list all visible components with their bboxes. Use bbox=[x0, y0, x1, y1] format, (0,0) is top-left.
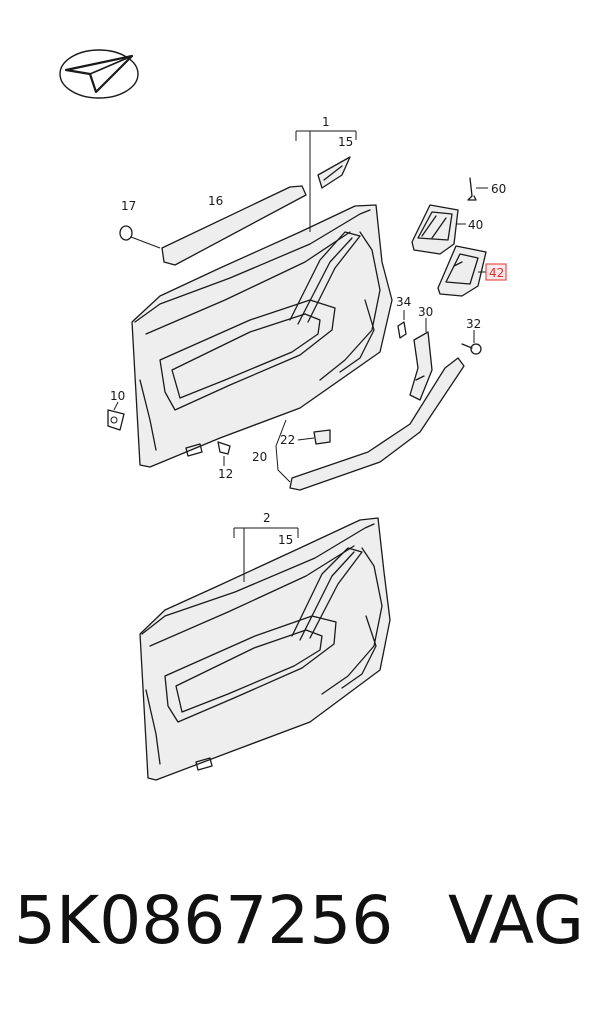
label-15-lower: 15 bbox=[278, 533, 293, 547]
label-17: 17 bbox=[121, 199, 136, 213]
part-10-clip bbox=[107, 401, 125, 431]
logo-icon bbox=[59, 49, 139, 99]
part-16-strip bbox=[161, 185, 307, 266]
upper-door-panel bbox=[131, 204, 393, 468]
label-20: 20 bbox=[252, 450, 267, 464]
brand-name: VAG bbox=[447, 882, 584, 959]
part-20-bracket-line bbox=[275, 419, 291, 483]
label-16: 16 bbox=[208, 194, 223, 208]
part-32-screw bbox=[461, 330, 482, 355]
label-10: 10 bbox=[110, 389, 125, 403]
leader-2 bbox=[233, 527, 299, 582]
label-15: 15 bbox=[338, 135, 353, 149]
leader-1 bbox=[295, 130, 357, 232]
label-32: 32 bbox=[466, 317, 481, 331]
part-60-pin bbox=[467, 177, 488, 201]
part-15-trim bbox=[317, 156, 351, 189]
part-40-switch bbox=[411, 204, 466, 255]
part-34-screw bbox=[397, 310, 407, 339]
label-12: 12 bbox=[218, 467, 233, 481]
label-2: 2 bbox=[263, 511, 271, 525]
label-60: 60 bbox=[491, 182, 506, 196]
label-34: 34 bbox=[396, 295, 411, 309]
label-40: 40 bbox=[468, 218, 483, 232]
part-17-clip bbox=[119, 225, 161, 249]
part-30-bracket bbox=[409, 318, 433, 401]
part-number: 5K0867256 bbox=[14, 882, 394, 959]
part-12-screw bbox=[217, 441, 231, 466]
label-42: 42 bbox=[489, 266, 504, 280]
part-42-switch bbox=[437, 245, 487, 297]
part-20-trim bbox=[289, 357, 465, 491]
label-1: 1 bbox=[322, 115, 330, 129]
lower-door-panel bbox=[139, 517, 391, 781]
label-22: 22 bbox=[280, 433, 295, 447]
highlight-box-42 bbox=[485, 263, 507, 281]
label-30: 30 bbox=[418, 305, 433, 319]
